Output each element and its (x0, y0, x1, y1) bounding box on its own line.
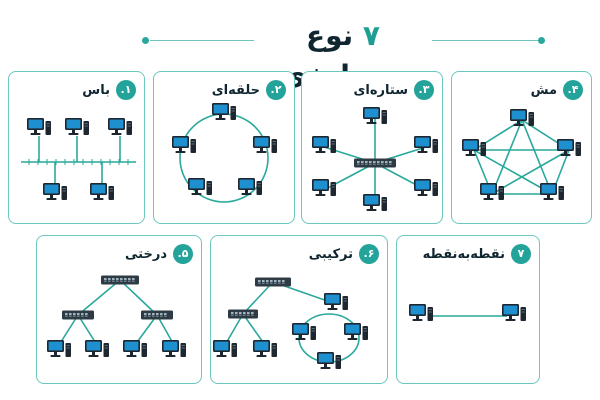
computer-icon (213, 340, 237, 357)
card-mesh: ۴. مش (451, 71, 592, 224)
computer-icon (344, 323, 368, 340)
computer-icon (557, 139, 581, 156)
point-to-point-diagram (409, 304, 526, 321)
card-star: ۳. ستاره‌ای (301, 71, 443, 224)
computer-icon (502, 304, 526, 321)
hybrid-link (242, 281, 274, 315)
card-hybrid: ۶. ترکیبی (210, 235, 388, 384)
computer-icon (312, 136, 336, 153)
title-rule-left (150, 40, 254, 41)
card-star-title: ستاره‌ای (353, 82, 408, 98)
computer-icon (27, 118, 51, 135)
card-hybrid-badge: ۶. (359, 244, 379, 264)
computer-icon (212, 103, 236, 120)
card-star-header: ۳. ستاره‌ای (353, 80, 434, 100)
card-bus-badge: ۱. (116, 80, 136, 100)
mesh-link (521, 119, 553, 195)
card-point-to-point-header: ۷ نقطه‌به‌نقطه (423, 244, 531, 264)
ring-diagram (172, 103, 277, 203)
card-mesh-title: مش (530, 82, 557, 98)
tree-link (119, 279, 158, 316)
mesh-link (491, 119, 523, 195)
card-tree-header: ۵. درختی (125, 244, 193, 264)
card-point-to-point-title: نقطه‌به‌نقطه (422, 246, 505, 262)
card-tree-badge: ۵. (173, 244, 193, 264)
computer-icon (414, 179, 438, 196)
switch-icon (62, 310, 94, 320)
computer-icon (238, 178, 262, 195)
computer-icon (317, 352, 341, 369)
card-bus-header: ۱. باس (82, 80, 136, 100)
hybrid-link (224, 313, 244, 346)
card-bus: ۱. باس (8, 71, 145, 224)
mesh-link (473, 149, 553, 195)
computer-icon (363, 107, 387, 124)
title-dot-left (142, 37, 149, 44)
computer-icon (414, 136, 438, 153)
computer-icon (462, 139, 486, 156)
tree-diagram (47, 275, 186, 357)
computer-icon (172, 136, 196, 153)
card-tree: ۵. درختی (36, 235, 202, 384)
mesh-link (491, 149, 570, 195)
computer-icon (123, 340, 147, 357)
computer-icon (47, 340, 71, 357)
title-number: ۷ (362, 19, 381, 52)
computer-icon (363, 194, 387, 211)
hybrid-diagram (213, 277, 368, 369)
switch-icon (101, 275, 139, 285)
switch-icon (228, 309, 258, 319)
card-ring-title: حلقه‌ای (211, 82, 260, 98)
computer-icon (292, 323, 316, 340)
card-ring-header: ۲. حلقه‌ای (212, 80, 286, 100)
tree-link (77, 279, 121, 316)
card-ring-badge: ۲. (266, 80, 286, 100)
computer-icon (108, 118, 132, 135)
computer-icon (253, 340, 277, 357)
card-mesh-badge: ۴. (563, 80, 583, 100)
card-mesh-header: ۴. مش (531, 80, 583, 100)
card-point-to-point: ۷ نقطه‌به‌نقطه (396, 235, 540, 384)
computer-icon (409, 304, 433, 321)
computer-icon (65, 118, 89, 135)
computer-icon (324, 293, 348, 310)
computer-icon (188, 178, 212, 195)
title-rule-right (432, 40, 540, 41)
computer-icon (43, 183, 67, 200)
computer-icon (85, 340, 109, 357)
hybrid-link (242, 313, 266, 346)
card-tree-title: درختی (125, 246, 167, 262)
computer-icon (162, 340, 186, 357)
card-star-badge: ۳. (414, 80, 434, 100)
mesh-diagram (462, 109, 581, 200)
switch-icon (255, 277, 291, 287)
star-diagram (312, 107, 438, 211)
computer-icon (312, 179, 336, 196)
tree-link (134, 314, 158, 346)
card-hybrid-header: ۶. ترکیبی (309, 244, 379, 264)
card-point-to-point-badge: ۷ (511, 244, 531, 264)
computer-icon (540, 183, 564, 200)
page-title: ۷ نوع توپولوژی شبکه (256, 16, 430, 132)
card-ring: ۲. حلقه‌ای (153, 71, 295, 224)
computer-icon (90, 183, 114, 200)
card-hybrid-title: ترکیبی (308, 246, 353, 262)
bus-diagram (21, 118, 136, 200)
switch-icon (354, 158, 396, 168)
title-dot-right (538, 37, 545, 44)
switch-icon (141, 310, 173, 320)
computer-icon (480, 183, 504, 200)
computer-icon (510, 109, 534, 126)
page-header: ۷ نوع توپولوژی شبکه (0, 10, 600, 132)
card-bus-title: باس (82, 82, 110, 98)
computer-icon (253, 136, 277, 153)
